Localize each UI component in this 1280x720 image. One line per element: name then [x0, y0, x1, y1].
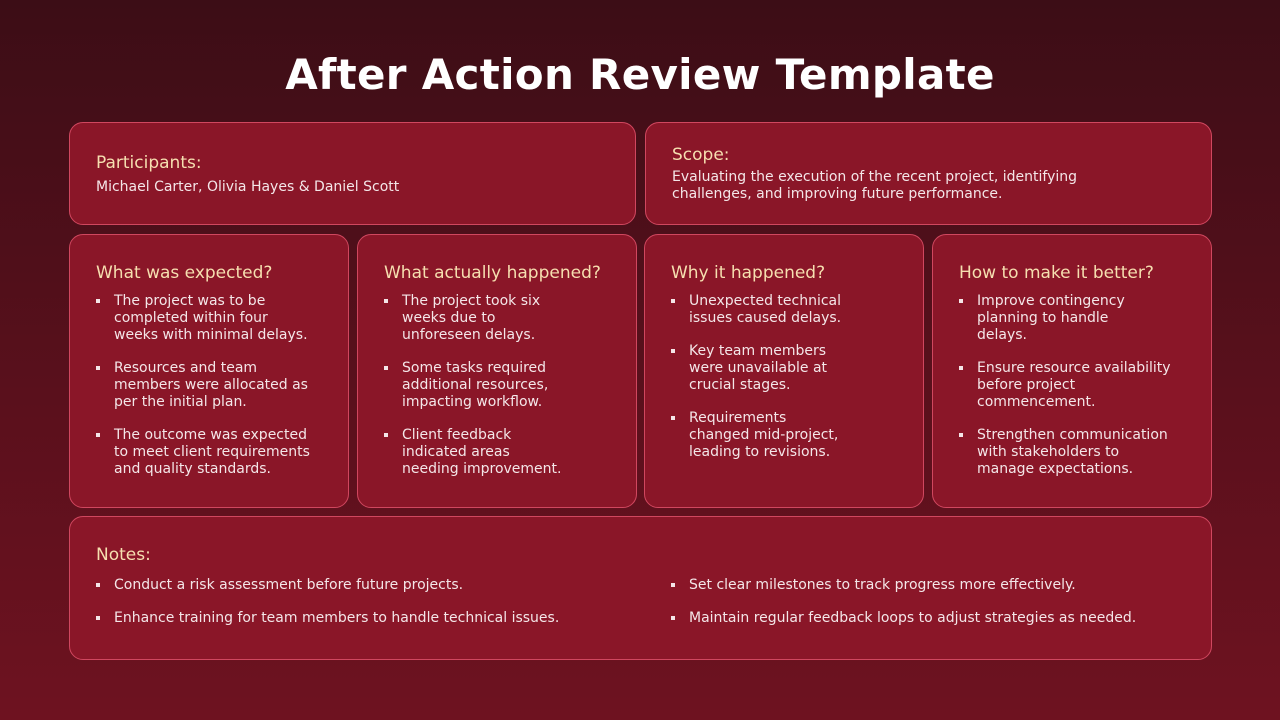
list-item: Conduct a risk assessment before future …: [96, 577, 671, 594]
happened-list: The project took six weeks due to unfore…: [384, 293, 610, 478]
happened-card: What actually happened? The project took…: [357, 234, 637, 508]
list-item: Resources and team members were allocate…: [96, 360, 322, 411]
notes-left-list: Conduct a risk assessment before future …: [96, 577, 671, 643]
better-list: Improve contingency planning to handle d…: [959, 293, 1185, 478]
why-list: Unexpected technical issues caused delay…: [671, 293, 897, 461]
list-item: Requirements changed mid-project, leadin…: [671, 410, 897, 461]
list-item: Strengthen communication with stakeholde…: [959, 427, 1185, 478]
list-item: Set clear milestones to track progress m…: [671, 577, 1185, 594]
better-heading: How to make it better?: [959, 263, 1154, 283]
participants-heading: Participants:: [96, 153, 202, 173]
notes-card: Notes: Conduct a risk assessment before …: [69, 516, 1212, 660]
list-item: Improve contingency planning to handle d…: [959, 293, 1185, 344]
why-heading: Why it happened?: [671, 263, 826, 283]
notes-right-list: Set clear milestones to track progress m…: [671, 577, 1185, 643]
list-item: The project took six weeks due to unfore…: [384, 293, 610, 344]
participants-text: Michael Carter, Olivia Hayes & Daniel Sc…: [96, 179, 400, 195]
scope-heading: Scope:: [672, 145, 730, 165]
participants-card: Participants: Michael Carter, Olivia Hay…: [69, 122, 636, 225]
page-title: After Action Review Template: [285, 50, 995, 99]
list-item: Unexpected technical issues caused delay…: [671, 293, 897, 327]
scope-card: Scope: Evaluating the execution of the r…: [645, 122, 1212, 225]
scope-text: Evaluating the execution of the recent p…: [672, 169, 1078, 202]
list-item: Some tasks required additional resources…: [384, 360, 610, 411]
better-card: How to make it better? Improve contingen…: [932, 234, 1212, 508]
list-item: Maintain regular feedback loops to adjus…: [671, 610, 1185, 627]
expected-heading: What was expected?: [96, 263, 273, 283]
expected-list: The project was to be completed within f…: [96, 293, 322, 478]
expected-card: What was expected? The project was to be…: [69, 234, 349, 508]
list-item: Client feedback indicated areas needing …: [384, 427, 610, 478]
happened-heading: What actually happened?: [384, 263, 601, 283]
list-item: The outcome was expected to meet client …: [96, 427, 322, 478]
list-item: Ensure resource availability before proj…: [959, 360, 1185, 411]
list-item: Enhance training for team members to han…: [96, 610, 671, 627]
notes-heading: Notes:: [96, 545, 151, 565]
list-item: Key team members were unavailable at cru…: [671, 343, 897, 394]
list-item: The project was to be completed within f…: [96, 293, 322, 344]
why-card: Why it happened? Unexpected technical is…: [644, 234, 924, 508]
